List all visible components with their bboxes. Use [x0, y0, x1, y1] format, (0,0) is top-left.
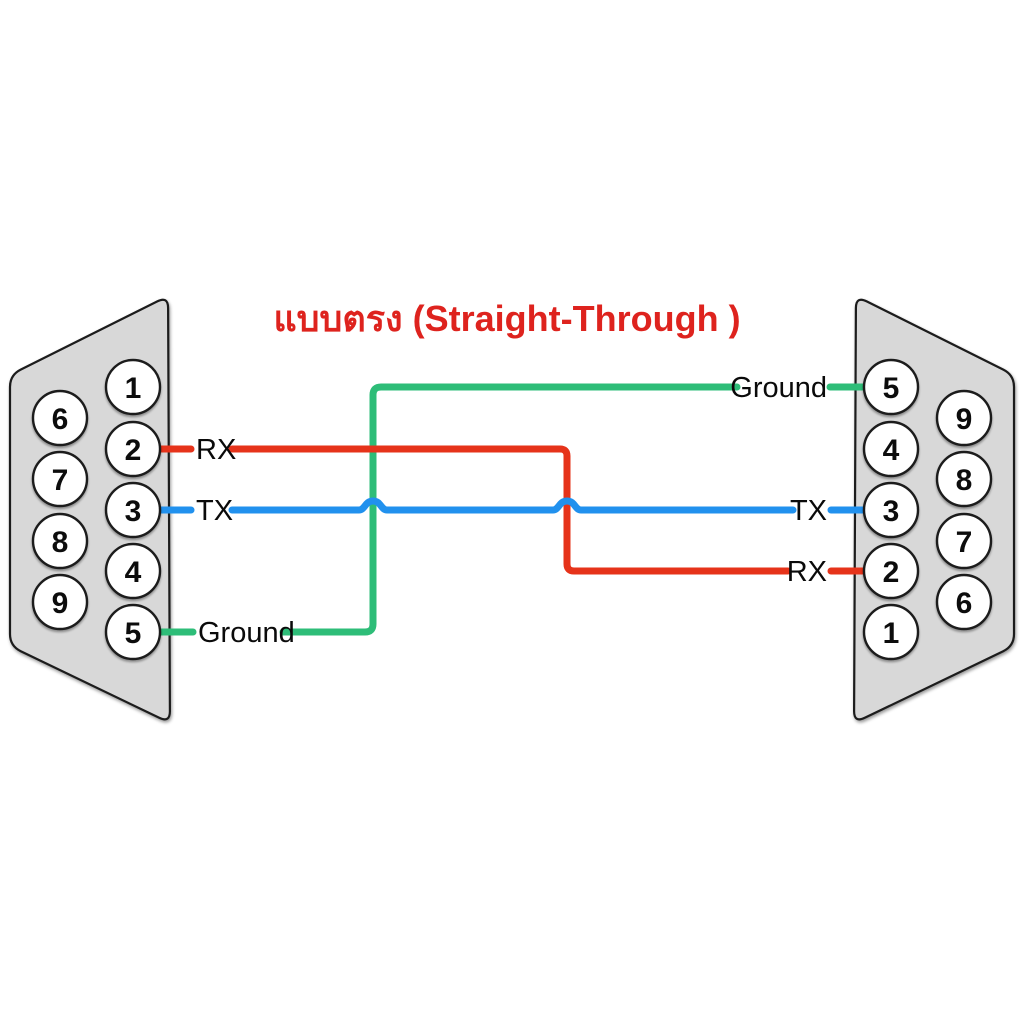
right-pin-2: [862, 542, 920, 600]
left-pin-8-label: 8: [52, 526, 69, 559]
left-pin-7-label: 7: [52, 464, 69, 497]
right-pin-1-label: 1: [883, 617, 900, 650]
right-ground-label: Ground: [730, 372, 827, 404]
left-pin-5: [104, 603, 162, 661]
right-pin-2-label: 2: [883, 556, 900, 589]
left-tx-label: TX: [196, 495, 233, 527]
right-pin-1: [862, 603, 920, 661]
left-pin-3-label: 3: [125, 495, 142, 528]
left-pin-1: [104, 358, 162, 416]
left-pin-4: [104, 542, 162, 600]
right-pin-3-label: 3: [883, 495, 900, 528]
right-pin-4-label: 4: [883, 434, 900, 467]
left-pin-2: [104, 420, 162, 478]
right-tx-label: TX: [790, 495, 827, 527]
right-pin-8-label: 8: [956, 464, 973, 497]
left-pin-8: [31, 512, 89, 570]
diagram-title: แบบตรง (Straight-Through ): [273, 298, 740, 339]
left-pin-7: [31, 450, 89, 508]
left-rx-label: RX: [196, 434, 236, 466]
left-pin-9: [31, 573, 89, 631]
right-pin-5: [862, 358, 920, 416]
rx-wire: [154, 445, 870, 575]
left-pin-1-label: 1: [125, 372, 142, 405]
left-pin-9-label: 9: [52, 587, 69, 620]
right-pin-4: [862, 420, 920, 478]
right-connector-pins: 5 4 3 2 1 9 8 7 6: [862, 358, 993, 661]
left-pin-6: [31, 389, 89, 447]
right-rx-label: RX: [787, 556, 827, 588]
right-pin-9: [935, 389, 993, 447]
ground-wire: [154, 383, 870, 636]
right-pin-3: [862, 481, 920, 539]
left-pin-4-label: 4: [125, 556, 142, 589]
rx-wire-main: [228, 445, 792, 575]
left-pin-2-label: 2: [125, 434, 142, 467]
right-pin-9-label: 9: [956, 403, 973, 436]
right-pin-5-label: 5: [883, 372, 900, 405]
left-ground-label: Ground: [198, 617, 295, 649]
left-connector-pins: 1 2 3 4 5 6 7 8 9: [31, 358, 162, 661]
right-pin-6-label: 6: [956, 587, 973, 620]
right-pin-8: [935, 450, 993, 508]
tx-wire: [154, 497, 870, 514]
ground-wire-main: [279, 383, 741, 636]
left-pin-3: [104, 481, 162, 539]
tx-wire-main: [228, 497, 797, 514]
left-pin-5-label: 5: [125, 617, 142, 650]
right-pin-7-label: 7: [956, 526, 973, 559]
right-pin-7: [935, 512, 993, 570]
right-pin-6: [935, 573, 993, 631]
left-pin-6-label: 6: [52, 403, 69, 436]
